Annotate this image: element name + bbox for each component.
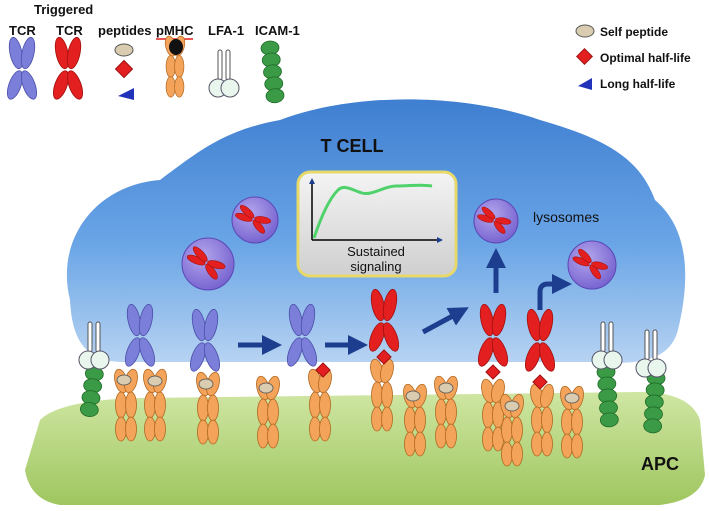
pmhc-5 (305, 367, 335, 442)
legend-long-swatch (578, 78, 592, 90)
legend-top: TCR Triggered TCR peptides pMHC LFA-1 IC… (3, 2, 300, 105)
bound-optimal-peptides (315, 349, 548, 390)
legend-optimal-peptide-icon (114, 59, 134, 79)
inset-text-line2: signaling (350, 259, 401, 274)
legend-icam1-label: ICAM-1 (255, 23, 300, 38)
legend-lfa1-label: LFA-1 (208, 23, 244, 38)
inset-signal-curve (312, 183, 433, 239)
lysosome-3 (473, 198, 519, 244)
self-peptides (116, 374, 580, 412)
apc-label: APC (641, 454, 679, 474)
legend-icam1-icon (259, 39, 286, 105)
signaling-inset: Sustained signaling (296, 170, 458, 278)
legend-triggered-label-2: TCR (56, 23, 83, 38)
legend-optimal-swatch (576, 48, 593, 65)
legend-triggered-label-1: Triggered (34, 2, 93, 17)
pmhc-9 (478, 377, 508, 452)
t-cell-label: T CELL (321, 136, 384, 156)
lysosomes-label: lysosomes (533, 209, 599, 225)
legend-self-peptide-text: Self peptide (600, 25, 668, 39)
legend-tcr-icon (3, 35, 41, 102)
arrow-3 (421, 307, 469, 335)
inset-frame (296, 170, 458, 278)
arrows (238, 248, 572, 355)
arrow-turn (537, 274, 572, 310)
lysosome-2 (181, 237, 235, 291)
legend-optimal-text: Optimal half-life (600, 51, 691, 65)
legend-right: Self peptide Optimal half-life Long half… (575, 24, 691, 91)
inset-text-line1: Sustained (347, 244, 405, 259)
legend-pmhc-peptide-icon (169, 39, 183, 55)
pmhc-6 (367, 357, 397, 432)
pmhc-11 (527, 382, 557, 457)
legend-long-peptide-icon (118, 88, 134, 100)
legend-self-peptide-swatch (575, 24, 595, 38)
legend-triggered-tcr-icon (49, 35, 87, 102)
legend-tcr-label: TCR (9, 23, 36, 38)
legend-peptides-label: peptides (98, 23, 151, 38)
legend-lfa1-icon (208, 49, 240, 98)
lysosome-1 (231, 196, 279, 244)
legend-self-peptide-icon (114, 43, 134, 57)
lysosome-4 (567, 240, 617, 290)
legend-pmhc-label: pMHC (156, 23, 194, 38)
legend-long-text: Long half-life (600, 77, 676, 91)
